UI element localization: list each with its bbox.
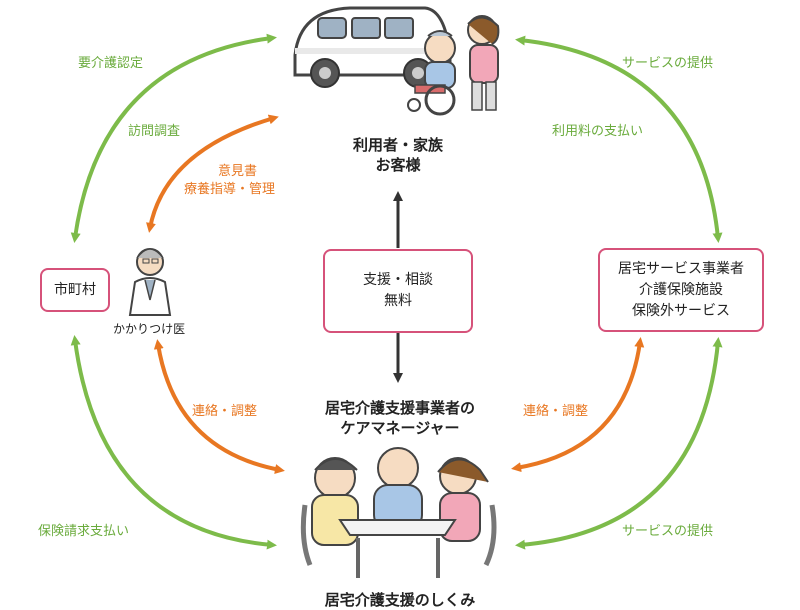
arrow-contact-right — [511, 337, 645, 473]
usage-fee-label: 利用料の支払い — [552, 124, 644, 139]
opinion-label: 意見書 — [218, 164, 258, 179]
provider-line1: 居宅サービス事業者 — [618, 260, 744, 277]
support-line1: 支援・相談 — [363, 272, 433, 288]
meeting-illustration — [300, 447, 497, 578]
arrow-service-top — [515, 35, 723, 243]
arrow-contact-left — [153, 339, 285, 474]
arrow-visit-survey — [146, 114, 279, 233]
city-label: 市町村 — [54, 281, 96, 298]
care-certification-label: 要介護認定 — [78, 56, 144, 71]
contact-right-label: 連絡・調整 — [523, 404, 589, 419]
doctor-illustration — [128, 248, 172, 316]
arrow-insurance-payment — [70, 335, 277, 550]
manager-line1: 居宅介護支援事業者の — [324, 399, 475, 417]
care-manager-label: 居宅介護支援事業者の ケアマネージャー — [290, 398, 510, 438]
service-provider-box: 居宅サービス事業者 介護保険施設 保険外サービス — [598, 248, 764, 332]
service-bottom-label: サービスの提供 — [622, 524, 714, 539]
service-top-label: サービスの提供 — [622, 56, 714, 71]
van-illustration — [293, 6, 452, 88]
user-family-line2: お客様 — [375, 156, 421, 174]
insurance-payment-label: 保険請求支払い — [38, 524, 130, 539]
visit-survey-label: 訪問調査 — [128, 124, 181, 139]
contact-left-label: 連絡・調整 — [192, 404, 258, 419]
city-box: 市町村 — [40, 268, 110, 312]
provider-line2: 介護保険施設 — [639, 281, 723, 298]
wheelchair-illustration — [407, 15, 500, 116]
support-consult-box: 支援・相談 無料 — [323, 249, 473, 333]
user-family-label: 利用者・家族 お客様 — [318, 135, 478, 175]
manager-line2: ケアマネージャー — [340, 419, 460, 437]
arrow-care-certification — [70, 33, 277, 243]
medical-guidance-label: 療養指導・管理 — [184, 182, 276, 197]
support-line2: 無料 — [384, 293, 412, 309]
arrow-service-bottom — [515, 337, 723, 550]
user-family-line1: 利用者・家族 — [352, 136, 443, 154]
provider-line3: 保険外サービス — [632, 302, 730, 319]
doctor-label: かかりつけ医 — [113, 322, 186, 336]
